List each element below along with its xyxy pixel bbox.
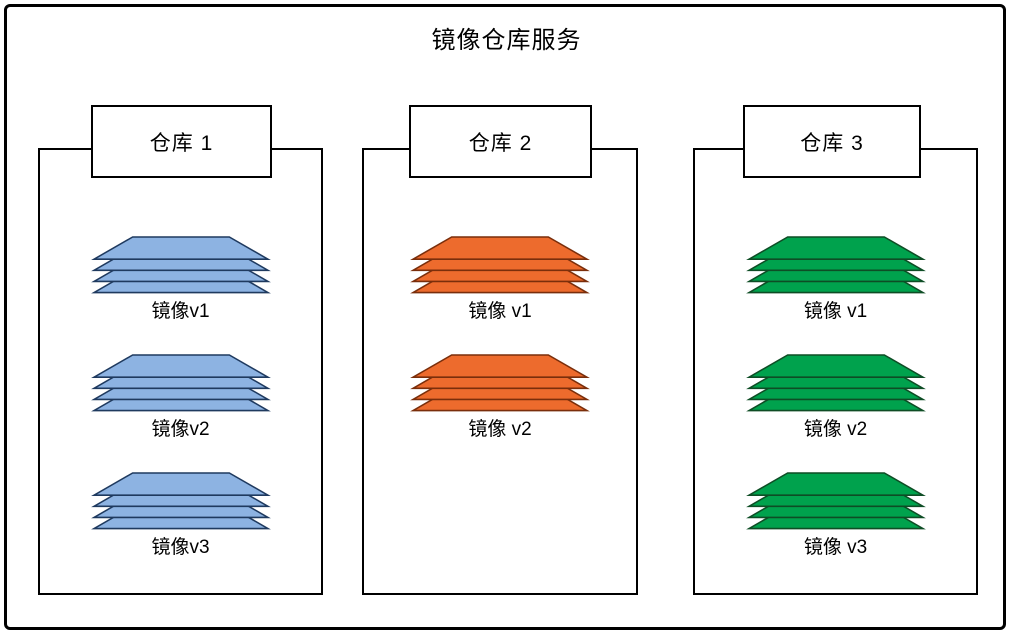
image-stack-item: 镜像v1	[90, 236, 271, 326]
diagram-title: 镜像仓库服务	[431, 27, 582, 54]
repo-2-title: 仓库 2	[468, 131, 533, 155]
repo-1-title: 仓库 1	[149, 131, 214, 155]
image-version-label: 镜像 v1	[468, 301, 532, 322]
image-layers-icon	[90, 472, 271, 530]
image-version-label: 镜像 v2	[803, 419, 868, 440]
image-stack-item: 镜像 v2	[745, 354, 926, 444]
image-layers-icon	[410, 354, 590, 412]
outer-frame	[4, 4, 1006, 630]
image-version-label: 镜像v2	[151, 419, 210, 440]
repo-1-container: 镜像v1 镜像v2 镜像v3	[38, 148, 323, 595]
repo-3-header: 仓库 3	[743, 105, 921, 178]
image-layers-icon	[745, 354, 926, 412]
image-version-label: 镜像v3	[151, 537, 210, 558]
image-layers-icon	[90, 236, 271, 294]
image-stack-item: 镜像v2	[90, 354, 271, 444]
image-version-label: 镜像v1	[151, 301, 210, 322]
image-version-label: 镜像 v3	[803, 537, 868, 558]
image-layers-icon	[745, 236, 926, 294]
repo-2-container: 镜像 v1 镜像 v2	[362, 148, 638, 595]
repo-3-title: 仓库 3	[800, 131, 864, 155]
image-stack-item: 镜像 v3	[745, 472, 926, 562]
image-stack-item: 镜像 v1	[745, 236, 926, 326]
image-version-label: 镜像 v2	[468, 419, 532, 440]
image-layers-icon	[410, 236, 590, 294]
image-stack-item: 镜像 v2	[410, 354, 590, 444]
repo-2-header: 仓库 2	[409, 105, 592, 178]
repo-3-container: 镜像 v1 镜像 v2 镜像 v3	[693, 148, 978, 595]
image-stack-item: 镜像 v1	[410, 236, 590, 326]
image-layers-icon	[745, 472, 926, 530]
image-version-label: 镜像 v1	[803, 301, 868, 322]
image-stack-item: 镜像v3	[90, 472, 271, 562]
repo-1-header: 仓库 1	[91, 105, 272, 178]
image-layers-icon	[90, 354, 271, 412]
